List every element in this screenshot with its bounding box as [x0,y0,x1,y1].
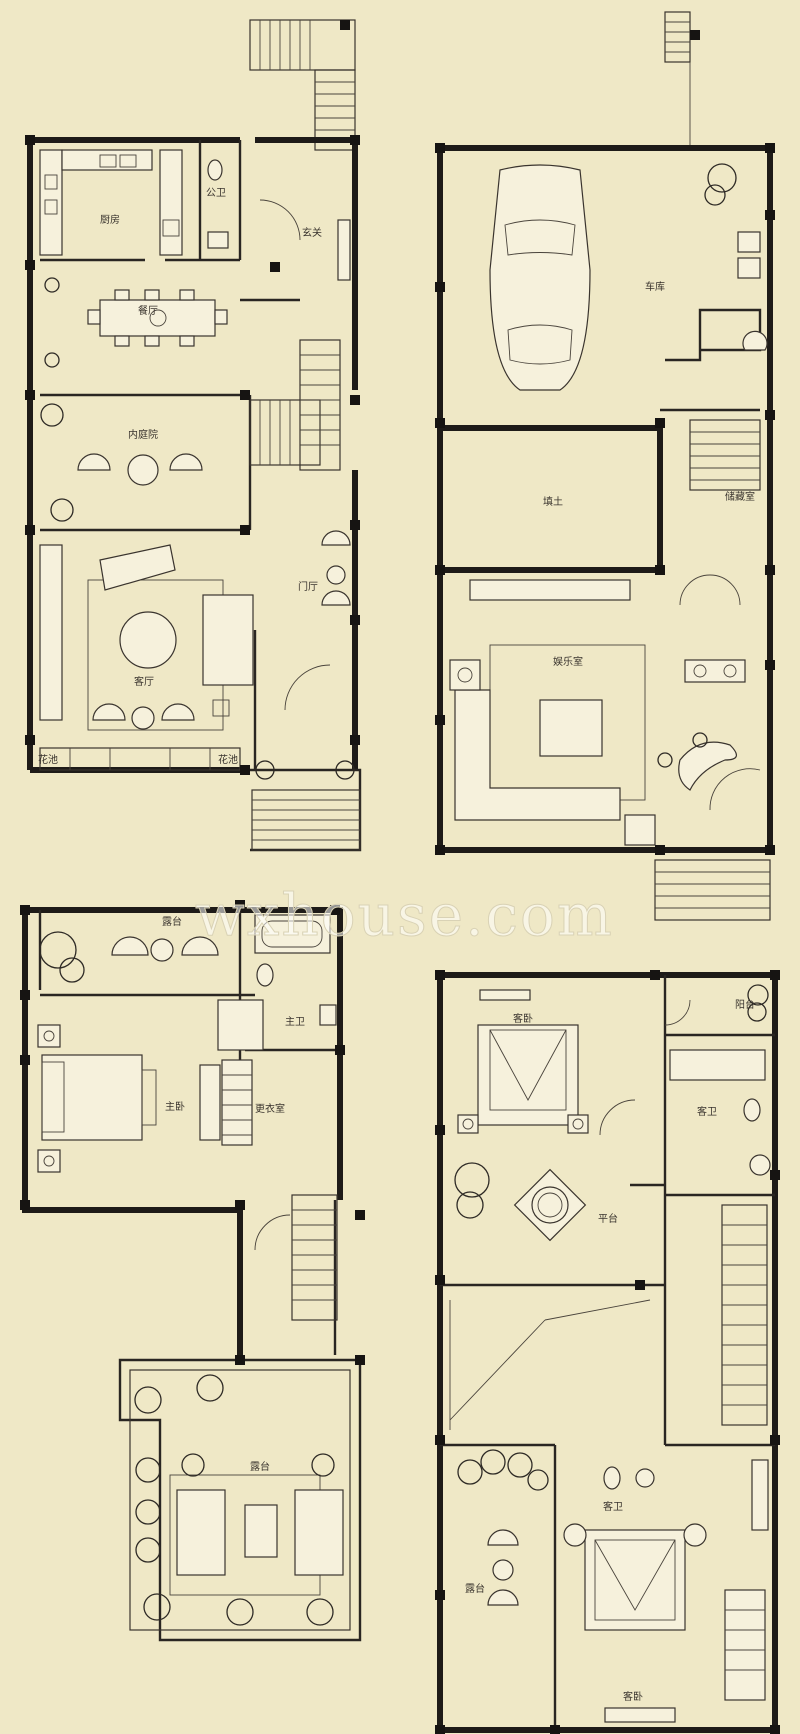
public-bath-fixtures [207,159,229,249]
entry-stair-top [249,19,356,151]
watermark: wxhouse.com [195,881,614,949]
guest-bath-2-fixtures [603,1459,769,1531]
label-guest-bedroom-1: 客卧 [513,1012,533,1025]
label-storage: 储藏室 [725,490,755,503]
living-room-furniture [39,544,254,731]
guest-bath-1-fixtures [669,1049,771,1176]
label-terrace-upper: 露台 [162,915,182,928]
second-floor-plan: 露台 主卫 主卧 更衣室 [20,900,365,1642]
columns-basement [435,143,775,855]
columns-third [435,970,780,1734]
label-guest-bath-2: 客卫 [603,1500,623,1513]
label-kitchen: 厨房 [100,213,120,226]
master-bath-fixtures [217,914,337,1051]
basement-plan: 车库 填土 储藏室 娱乐室 [435,11,775,921]
label-living: 客厅 [134,675,154,688]
dining-table [87,289,228,347]
dressing-room-wardrobes [199,1059,253,1146]
label-flower-bed-left: 花池 [38,753,58,766]
label-terrace-lower: 露台 [250,1460,270,1473]
interior-stair-ground [249,339,341,471]
label-foyer: 门厅 [298,580,318,593]
ground-floor-plan: 厨房 公卫 玄关 餐厅 [25,19,362,852]
label-terrace-right: 露台 [465,1582,485,1595]
courtyard-furniture [40,403,203,522]
interior-stair-third [721,1204,768,1426]
label-entrance: 玄关 [302,226,322,239]
entertainment-furniture [449,579,746,846]
label-garage: 车库 [645,280,665,293]
label-platform: 平台 [598,1212,618,1225]
label-entertainment: 娱乐室 [553,655,583,668]
master-bed [37,1024,157,1173]
upper-terrace-furniture [39,931,219,983]
third-floor-plan: 客卧 阳台 客卫 平台 [435,970,780,1734]
terrace-right-furniture [457,1449,549,1606]
label-fill-soil: 填土 [543,495,563,508]
label-inner-courtyard: 内庭院 [128,428,158,441]
label-dining: 餐厅 [138,304,158,317]
columns-second [20,900,365,1365]
entry-stair-bottom [251,789,361,851]
label-flower-bed-right: 花池 [218,753,238,766]
guest-bed-1 [457,989,636,1136]
label-balcony: 阳台 [735,998,755,1011]
guest-bed-2 [563,1523,766,1723]
label-dressing-room: 更衣室 [255,1102,285,1115]
label-public-bath: 公卫 [206,188,226,199]
label-guest-bedroom-2: 客卧 [623,1690,643,1703]
label-guest-bath-1: 客卫 [697,1105,717,1118]
columns-ground [25,20,360,775]
lower-terrace-furniture [134,1374,344,1626]
kitchen-counters [39,149,183,256]
label-master-bath: 主卫 [285,1016,305,1028]
foyer-seating [284,530,351,711]
label-master-bedroom: 主卧 [165,1100,185,1113]
car [489,164,591,391]
platform-furniture [454,1162,587,1242]
interior-stair-second [254,1194,338,1321]
